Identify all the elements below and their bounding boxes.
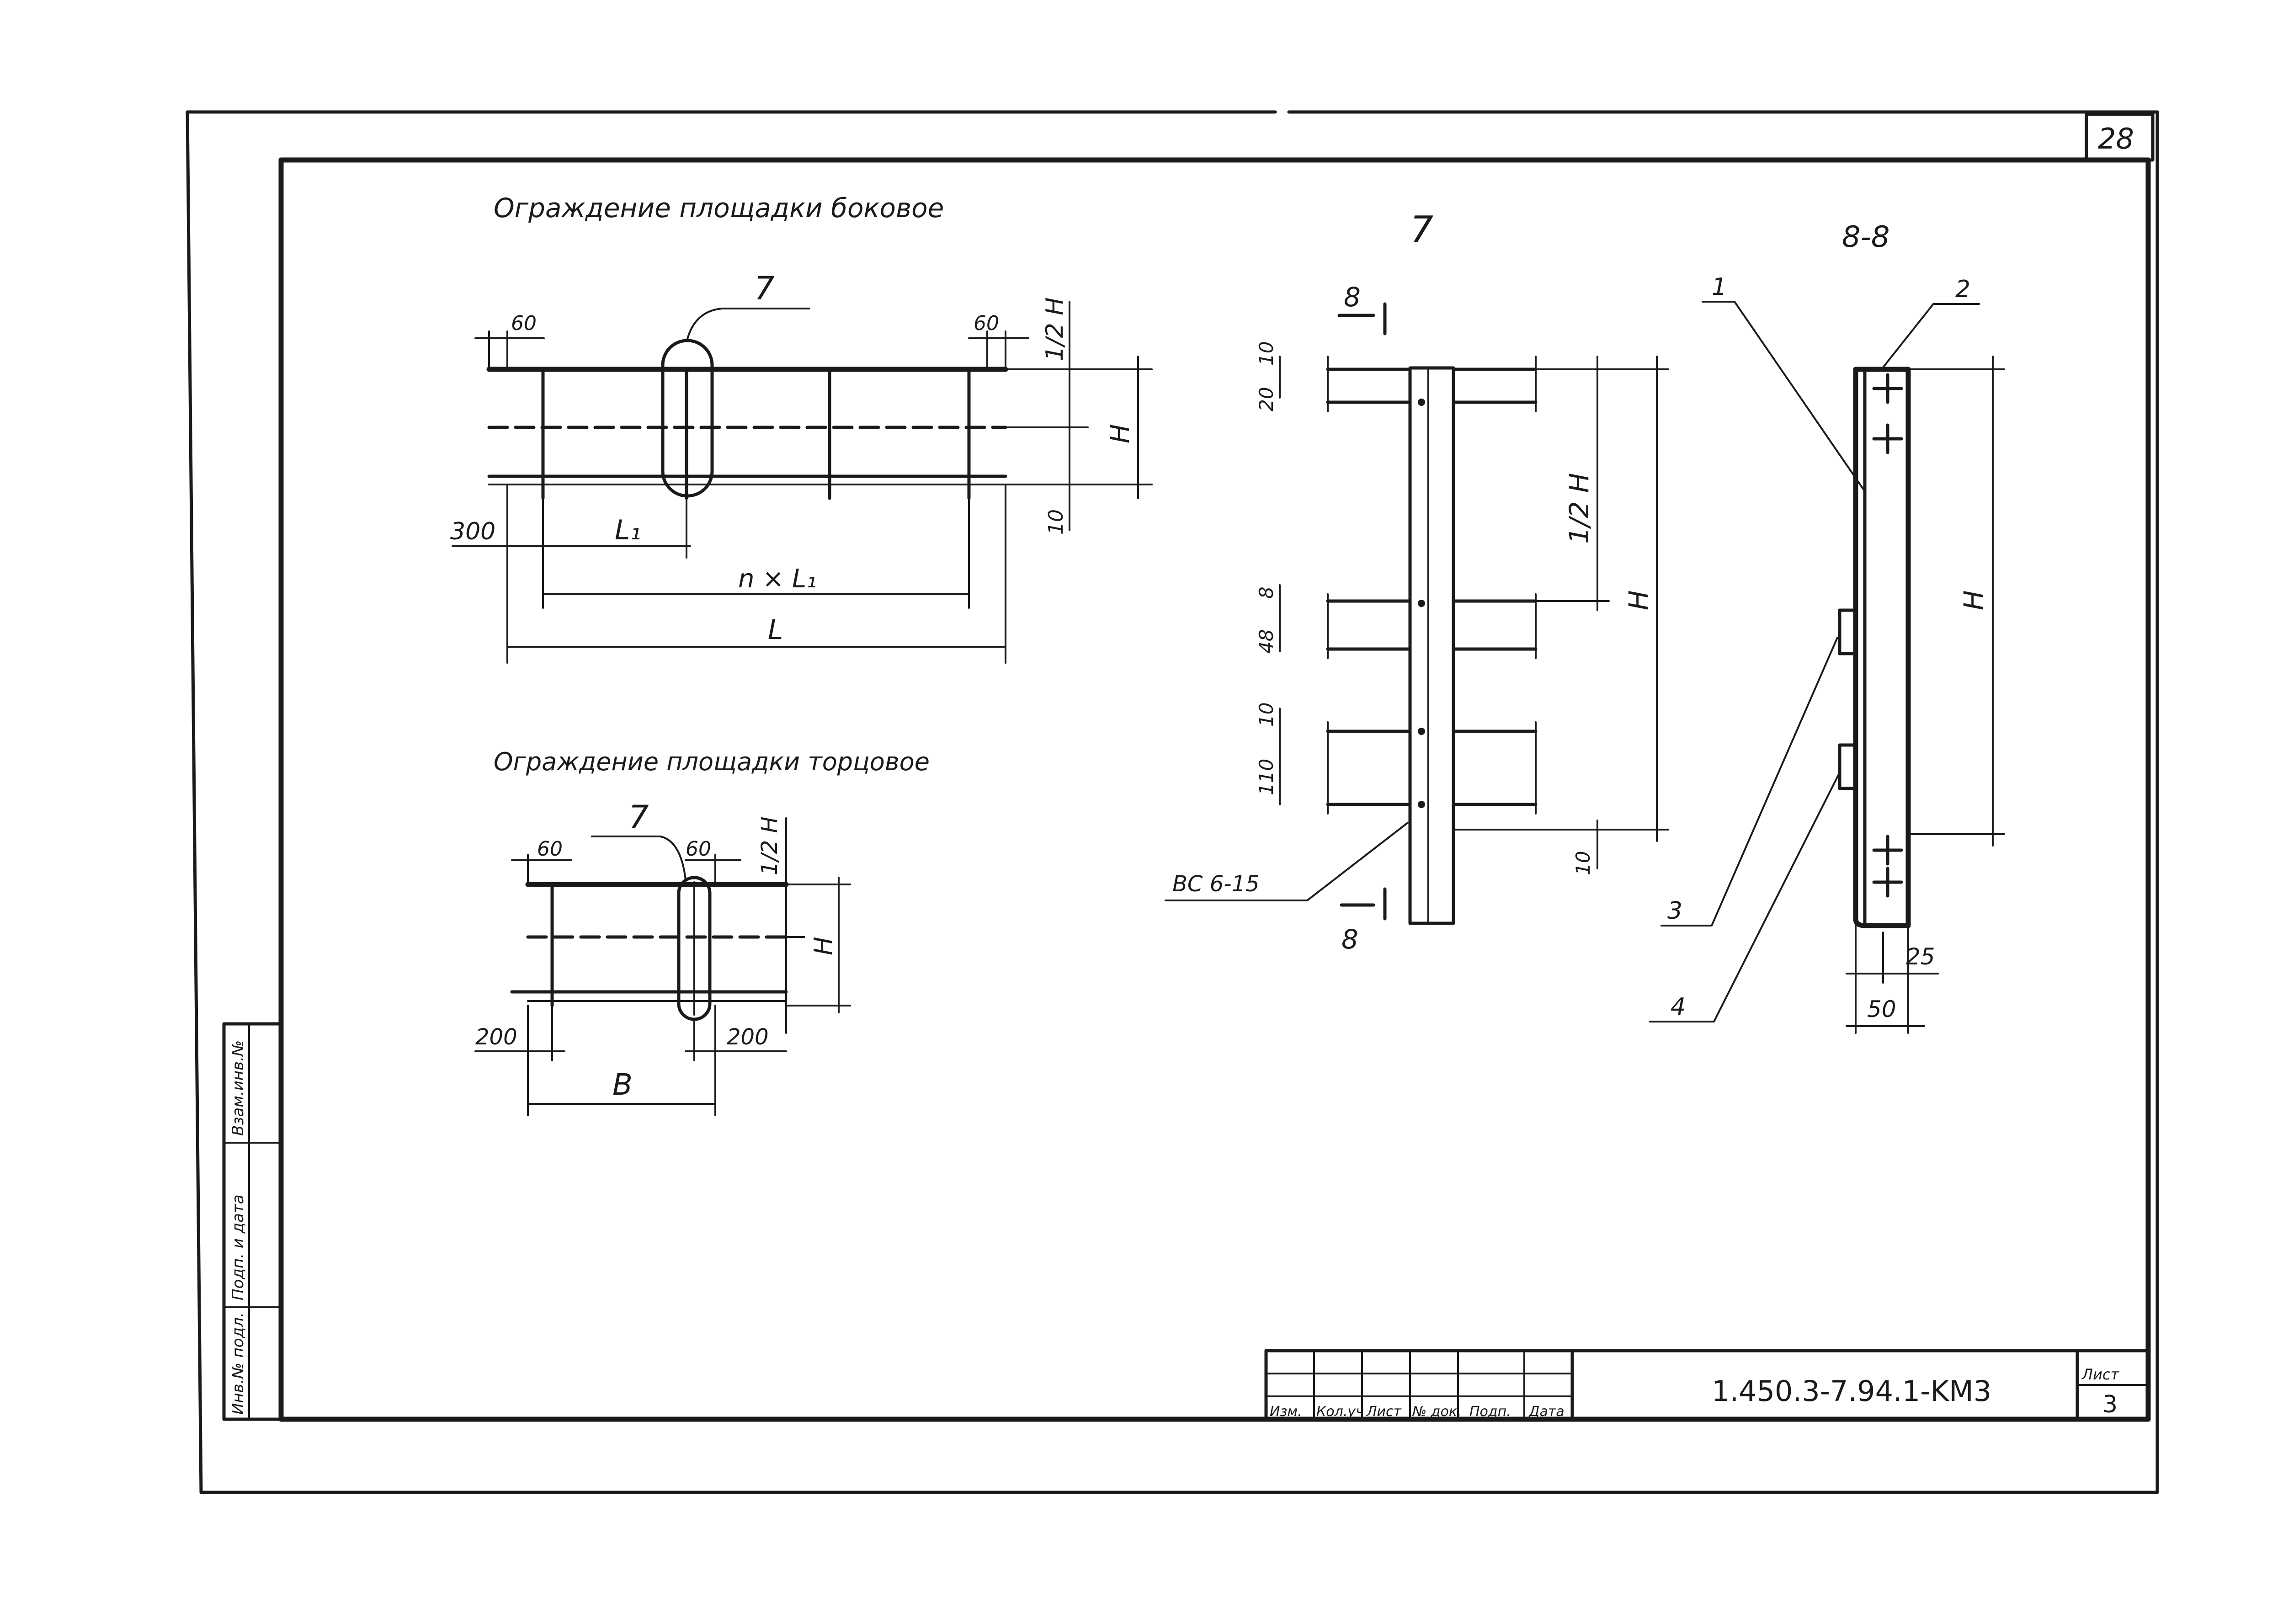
end-b: B bbox=[612, 1068, 633, 1102]
side-l1: L₁ bbox=[615, 514, 641, 546]
node-rails bbox=[1326, 356, 1538, 815]
node-top2: 20 bbox=[1255, 387, 1277, 411]
node-weld: ВС 6-15 bbox=[1172, 871, 1260, 897]
node-mid2: 48 bbox=[1255, 629, 1277, 654]
side-stamp-2: Подп. и дата bbox=[229, 1194, 247, 1300]
end-fence-callout: 7 bbox=[628, 799, 649, 836]
node-h: H bbox=[1623, 590, 1654, 610]
stamp-col-2: Кол.уч bbox=[1316, 1404, 1364, 1420]
side-nxl1: n × L₁ bbox=[738, 564, 817, 594]
stamp-col-6: Дата bbox=[1528, 1404, 1565, 1420]
node-7-title: 7 bbox=[1410, 208, 1433, 251]
sheet-number: 3 bbox=[2102, 1391, 2118, 1418]
stamp-col-5: Подп. bbox=[1469, 1404, 1511, 1420]
side-half-h: 1/2 H bbox=[1041, 298, 1069, 361]
end-left-offset: 60 bbox=[537, 837, 563, 861]
end-right-end: 200 bbox=[727, 1024, 769, 1050]
sheet-label: Лист bbox=[2081, 1366, 2119, 1383]
side-right-offset: 60 bbox=[974, 312, 999, 335]
node-half-h: 1/2 H bbox=[1564, 473, 1595, 544]
side-bottom-gap: 10 bbox=[1044, 509, 1068, 535]
section-title: 8-8 bbox=[1842, 220, 1890, 254]
side-h: H bbox=[1106, 424, 1135, 443]
section-dim-25: 25 bbox=[1906, 943, 1935, 970]
side-start: 300 bbox=[450, 518, 495, 545]
stamp-col-3: Лист bbox=[1366, 1404, 1402, 1420]
stamp-col-1: Изм. bbox=[1270, 1404, 1302, 1420]
pos-4: 4 bbox=[1671, 993, 1686, 1021]
view-section-8-8: 8-8 H 1 2 3 4 25 50 bbox=[1649, 220, 2005, 1034]
view-node-7: 7 8 8 10 20 8 48 10 110 bbox=[1165, 208, 1669, 955]
node-low2: 110 bbox=[1255, 759, 1277, 795]
pos-3: 3 bbox=[1667, 897, 1682, 925]
end-left-end: 200 bbox=[475, 1024, 517, 1050]
pos-1: 1 bbox=[1712, 273, 1727, 301]
side-stamp-1: Инв.№ подл. bbox=[229, 1312, 247, 1415]
page-number-box: 28 bbox=[2085, 112, 2155, 162]
end-half-h: 1/2 H bbox=[757, 816, 782, 875]
end-fence-title: Ограждение площадки торцовое bbox=[494, 747, 930, 776]
side-stamp: Инв.№ подл. Подп. и дата Взам.инв.№ bbox=[222, 1022, 283, 1421]
view-side-fence: Ограждение площадки боковое 7 60 60 1/2 … bbox=[450, 192, 1153, 664]
end-h: H bbox=[809, 937, 838, 955]
outer-border bbox=[186, 110, 2159, 1494]
drawing-frame bbox=[278, 157, 2151, 1422]
section-mark-bottom: 8 bbox=[1341, 924, 1358, 955]
page-number: 28 bbox=[2098, 122, 2134, 155]
end-right-offset: 60 bbox=[686, 837, 711, 861]
node-bottom: 10 bbox=[1572, 851, 1594, 875]
section-h: H bbox=[1958, 590, 1989, 610]
view-end-fence: Ограждение площадки торцовое 7 60 60 1/2… bbox=[474, 747, 930, 1116]
side-left-offset: 60 bbox=[511, 312, 537, 335]
section-dim-50: 50 bbox=[1867, 996, 1896, 1022]
side-l: L bbox=[768, 614, 783, 646]
document-designation: 1.450.3-7.94.1-KM3 bbox=[1712, 1374, 1991, 1408]
stamp-col-4: № док. bbox=[1411, 1404, 1462, 1420]
side-fence-title: Ограждение площадки боковое bbox=[494, 192, 944, 224]
side-fence-callout: 7 bbox=[754, 270, 775, 307]
pos-2: 2 bbox=[1955, 276, 1970, 303]
node-mid1: 8 bbox=[1255, 586, 1277, 599]
side-stamp-3: Взам.инв.№ bbox=[229, 1040, 247, 1136]
section-mark-top: 8 bbox=[1344, 282, 1361, 313]
title-block: Изм. Кол.уч Лист № док. Подп. Дата 1.450… bbox=[1264, 1349, 2150, 1421]
node-top1: 10 bbox=[1255, 341, 1277, 366]
node-low1: 10 bbox=[1255, 703, 1277, 727]
